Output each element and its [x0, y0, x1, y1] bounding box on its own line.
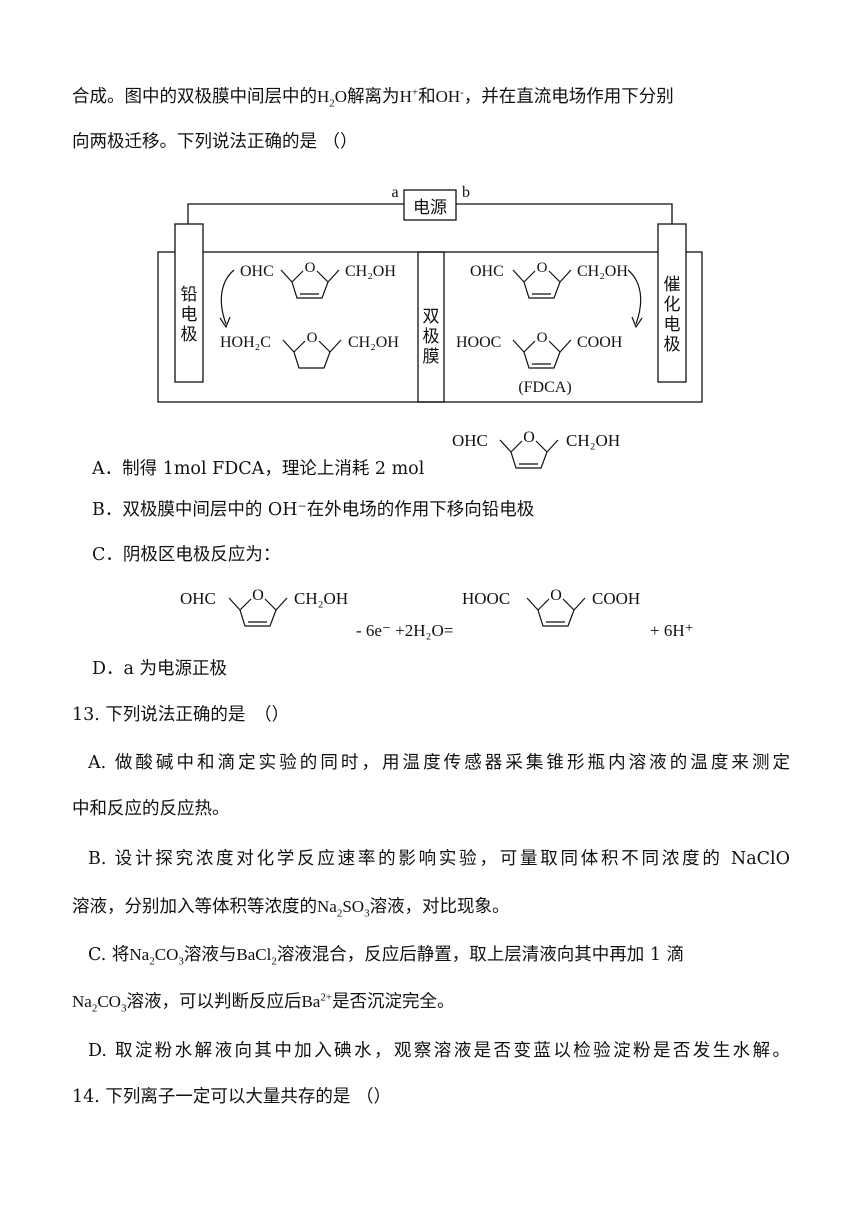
membrane-char: 双 — [423, 307, 440, 327]
intro-line-2: 向两极迁移。下列说法正确的是 （） — [72, 132, 358, 152]
substituent-hooc: HOOC — [456, 334, 501, 351]
intro-line-1: 合成。图中的双极膜中间层中的H2O解离为H+和OH-，并在直流电场作用下分别 — [72, 84, 674, 110]
catalytic-electrode-char: 催 — [664, 275, 681, 295]
circuit-wire — [187, 203, 673, 224]
q14-stem: 14. 下列离子一定可以大量共存的是 （） — [72, 1087, 391, 1107]
lead-electrode-char: 铅 — [181, 285, 198, 305]
formula-h2o: H2O — [317, 87, 348, 110]
q13-option-d-line1: D. 取淀粉水解液向其中加入碘水，观察溶液是否变蓝以检验淀粉是否发生水解。 — [88, 1041, 790, 1061]
catalytic-electrode-char: 极 — [664, 335, 681, 355]
lead-electrode-char: 电 — [181, 305, 198, 325]
q12-option-c: C．阴极区电极反应为： — [92, 545, 281, 565]
q13-text: 是否沉淀完全。 — [332, 992, 455, 1012]
intro-text: 解离为 — [347, 87, 400, 107]
q13-option-a-line2: 中和反应的反应热。 — [72, 799, 230, 819]
ring-oxygen: O — [252, 587, 264, 604]
ring-oxygen: O — [307, 330, 318, 346]
hmf-molecule-left: OHC O CH₂OH — [240, 260, 396, 299]
intro-text: 合成。图中的双极膜中间层中的 — [72, 87, 317, 107]
substituent-ch2oh: CH₂OH — [345, 263, 396, 280]
substituent-ch2oh: CH₂OH — [348, 334, 399, 351]
substituent-ohc: OHC — [470, 263, 504, 280]
substituent-ch2oh: CH₂OH — [566, 431, 620, 450]
power-source-label: 电源 — [413, 198, 447, 218]
ring-oxygen: O — [550, 587, 562, 604]
electrolysis-diagram: 电源 a b 铅 电 极 双 极 膜 催 化 电 极 OHC O CH₂OH H… — [157, 184, 703, 403]
substituent-cooh: COOH — [592, 589, 640, 608]
ring-oxygen: O — [537, 330, 548, 346]
intro-text: ，并在直流电场作用下分别 — [463, 87, 674, 107]
substituent-cooh: COOH — [577, 334, 623, 351]
membrane-char: 极 — [423, 327, 440, 347]
membrane-char: 膜 — [423, 347, 440, 367]
q13-text: C. 将 — [88, 945, 130, 965]
formula-na2so3: Na2SO3 — [317, 897, 370, 920]
option-a-hmf-structure: OHC O CH₂OH — [452, 429, 620, 469]
q13-text: 溶液，对比现象。 — [369, 897, 510, 917]
q13-option-b-line2: 溶液，分别加入等体积等浓度的Na2SO3溶液，对比现象。 — [72, 894, 510, 920]
option-c-electron-term: - 6e⁻ +2H₂O= — [356, 621, 454, 640]
q13-option-a-line1: A. 做酸碱中和滴定实验的同时，用温度传感器采集锥形瓶内溶液的温度来测定 — [88, 753, 790, 773]
formula-bacl2: BaCl2 — [236, 945, 277, 968]
power-source-box — [403, 189, 457, 221]
option-c-proton-term: + 6H⁺ — [650, 621, 694, 640]
substituent-ohc: OHC — [452, 431, 488, 450]
terminal-b-label: b — [462, 184, 470, 201]
terminal-a-label: a — [391, 184, 398, 201]
q12-option-a: A．制得 1mol FDCA，理论上消耗 2 mol — [92, 459, 425, 479]
q13-text: 溶液，可以判断反应后 — [126, 992, 302, 1012]
arrowhead-icon — [219, 316, 231, 329]
ring-oxygen: O — [305, 260, 316, 276]
catalytic-electrode-char: 化 — [664, 295, 681, 315]
q12-option-d: D．a 为电源正极 — [92, 659, 228, 679]
bipolar-membrane — [417, 251, 445, 403]
formula-ba2plus: Ba2+ — [301, 991, 333, 1011]
formula-oh-minus: OH- — [435, 86, 464, 106]
fdca-molecule: HOOC O COOH (FDCA) — [456, 330, 623, 396]
substituent-ohc: OHC — [180, 589, 216, 608]
q13-option-c-line1: C. 将Na2CO3溶液与BaCl2溶液混合，反应后静置，取上层清液向其中再加 … — [88, 942, 684, 968]
substituent-hooc: HOOC — [462, 589, 510, 608]
substituent-hoh2c: HOH₂C — [220, 334, 271, 351]
substituent-ch2oh: CH₂OH — [294, 589, 348, 608]
formula-na2co3: Na2CO3 — [129, 945, 184, 968]
fdca-label: (FDCA) — [518, 379, 571, 396]
catalytic-electrode-char: 电 — [664, 315, 681, 335]
substituent-ohc: OHC — [240, 263, 274, 280]
q13-text: 溶液，分别加入等体积等浓度的 — [72, 897, 317, 917]
reduction-arrow — [220, 269, 235, 325]
thf-diol-molecule: HOH₂C O CH₂OH — [220, 330, 399, 369]
substituent-ch2oh: CH₂OH — [577, 263, 628, 280]
intro-text: 和 — [418, 87, 436, 107]
q12-option-b: B．双极膜中间层中的 OH⁻在外电场的作用下移向铅电极 — [92, 500, 535, 520]
q13-option-c-line2: Na2CO3溶液，可以判断反应后Ba2+是否沉淀完全。 — [72, 989, 455, 1015]
formula-na2co3: Na2CO3 — [72, 992, 127, 1015]
hmf-molecule-right: OHC O CH₂OH — [470, 260, 628, 299]
formula-h-plus: H+ — [399, 86, 419, 106]
ring-oxygen: O — [523, 429, 535, 446]
q13-text: 溶液与 — [183, 945, 237, 965]
catalytic-electrode — [657, 223, 687, 383]
oxidation-arrow — [627, 269, 642, 325]
arrowhead-icon — [631, 316, 643, 329]
option-c-equation: OHC O CH₂OH HOOC O COOH — [180, 587, 640, 627]
q13-stem: 13. 下列说法正确的是 （） — [72, 705, 290, 725]
q13-text: 溶液混合，反应后静置，取上层清液向其中再加 1 滴 — [276, 945, 685, 965]
lead-electrode-char: 极 — [181, 325, 198, 345]
q13-option-b-line1: B. 设计探究浓度对化学反应速率的影响实验，可量取同体积不同浓度的 NaClO — [88, 849, 790, 869]
lead-electrode — [174, 223, 204, 383]
ring-oxygen: O — [537, 260, 548, 276]
